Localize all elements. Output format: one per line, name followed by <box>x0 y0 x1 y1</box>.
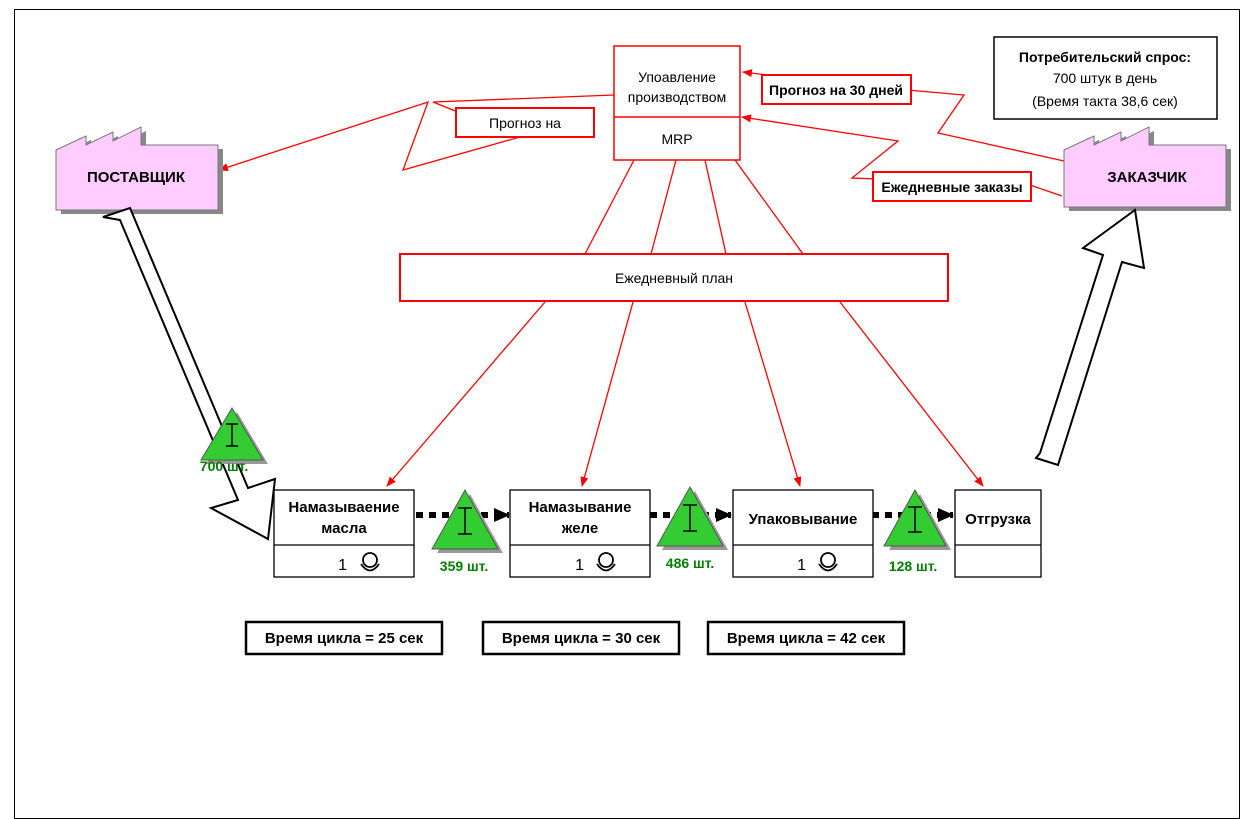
customer-label: ЗАКАЗЧИК <box>1107 169 1187 186</box>
supplier-shipment-arrow <box>102 206 277 541</box>
svg-text:359 шт.: 359 шт. <box>440 558 488 574</box>
plan-to-process-3-line <box>744 301 802 487</box>
plan-to-process-4-line <box>839 301 984 487</box>
process-box-4: Отгрузка <box>954 489 1042 578</box>
svg-text:Время цикла = 42 сек: Время цикла = 42 сек <box>727 630 886 647</box>
svg-text:700 шт.: 700 шт. <box>200 458 248 474</box>
plan-to-process-1-line <box>386 301 546 487</box>
svg-text:Ежедневный план: Ежедневный план <box>615 270 733 286</box>
management-title-line1: Упоавление <box>638 69 716 85</box>
supplier-factory-icon: ПОСТАВЩИК <box>55 126 223 214</box>
customer-forecast-label: Прогноз на 30 дней <box>761 74 912 105</box>
operator-icon <box>818 552 838 572</box>
supplier-label: ПОСТАВЩИК <box>87 169 186 186</box>
svg-text:Ежедневные заказы: Ежедневные заказы <box>881 179 1022 195</box>
process-box-1: Намазываение масла 1 <box>273 489 415 578</box>
svg-text:Намазывание: Намазывание <box>529 499 632 516</box>
mrp-to-plan-line-4 <box>734 159 804 255</box>
mrp-to-plan-line-1 <box>584 159 635 255</box>
supplier-forecast-label: Прогноз на <box>455 107 595 138</box>
inventory-triangle-1: 700 шт. <box>200 407 268 474</box>
process-box-2: Намазывание желе 1 <box>509 489 651 578</box>
electronic-flow-to-supplier <box>218 94 615 172</box>
mrp-to-plan-line-2 <box>650 159 677 255</box>
operator-icon <box>596 552 616 572</box>
svg-text:Прогноз на: Прогноз на <box>489 115 561 131</box>
svg-text:Потребительский спрос:: Потребительский спрос: <box>1019 49 1191 65</box>
customer-shipment-arrow <box>1034 208 1146 467</box>
plan-to-process-2-line <box>580 301 634 487</box>
svg-text:128 шт.: 128 шт. <box>889 558 937 574</box>
management-title-line2: производством <box>628 89 726 105</box>
svg-text:Упаковывание: Упаковывание <box>749 511 858 528</box>
daily-plan-box: Ежедневный план <box>399 253 949 302</box>
electronic-flow-daily-orders <box>741 114 1063 197</box>
daily-orders-label: Ежедневные заказы <box>872 171 1032 202</box>
production-control-box: Упоавление производством MRP <box>613 45 741 161</box>
mrp-to-plan-line-3 <box>704 159 727 255</box>
cycle-time-box-3: Время цикла = 42 сек <box>706 620 906 656</box>
inventory-triangle-4: 128 шт. <box>883 488 951 574</box>
svg-text:700 штук в день: 700 штук в день <box>1053 70 1157 86</box>
customer-factory-icon: ЗАКАЗЧИК <box>1063 126 1231 211</box>
cycle-time-box-2: Время цикла = 30 сек <box>481 620 681 656</box>
inventory-triangle-2: 359 шт. <box>431 488 503 574</box>
mrp-label: MRP <box>661 131 692 147</box>
operator-icon <box>360 552 380 572</box>
svg-text:Намазываение: Намазываение <box>288 499 399 516</box>
svg-text:486 шт.: 486 шт. <box>666 555 714 571</box>
cycle-time-box-1: Время цикла = 25 сек <box>244 620 444 656</box>
svg-text:Прогноз на 30 дней: Прогноз на 30 дней <box>769 82 903 98</box>
svg-text:1: 1 <box>575 557 584 574</box>
svg-text:1: 1 <box>797 557 806 574</box>
customer-demand-box: Потребительский спрос: 700 штук в день (… <box>993 36 1218 120</box>
svg-text:Отгрузка: Отгрузка <box>965 511 1031 528</box>
svg-text:Время цикла = 25 сек: Время цикла = 25 сек <box>265 630 424 647</box>
svg-text:Время цикла = 30 сек: Время цикла = 30 сек <box>502 630 661 647</box>
svg-text:масла: масла <box>321 520 367 537</box>
inventory-triangle-3: 486 шт. <box>656 485 728 571</box>
svg-text:(Время такта 38,6 сек): (Время такта 38,6 сек) <box>1032 93 1178 109</box>
svg-text:желе: желе <box>561 520 598 537</box>
process-box-3: Упаковывание 1 <box>732 489 874 578</box>
svg-text:1: 1 <box>338 557 347 574</box>
